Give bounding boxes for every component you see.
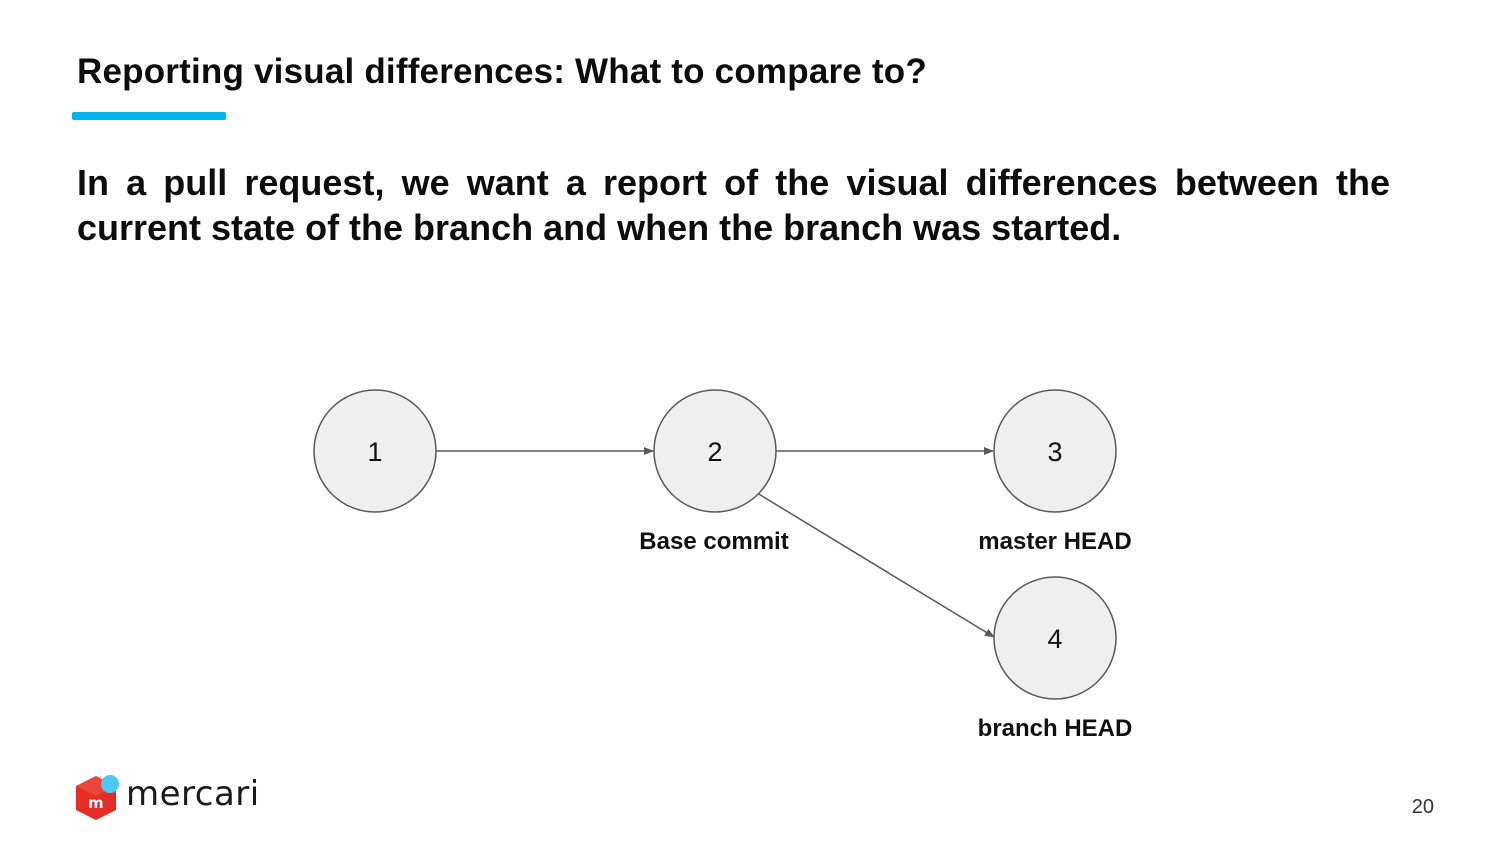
commit-node-label: 2 — [707, 437, 722, 467]
slide-title: Reporting visual differences: What to co… — [77, 52, 927, 91]
slide-body-text: In a pull request, we want a report of t… — [77, 162, 1390, 248]
mercari-logo: m mercari — [74, 774, 264, 824]
commit-node-label: 1 — [367, 437, 382, 467]
caption-master-head: master HEAD — [978, 528, 1131, 555]
caption-base-commit: Base commit — [639, 528, 788, 555]
title-underline — [72, 112, 226, 120]
edge-2-to-4 — [756, 492, 995, 638]
commit-node-label: 4 — [1047, 624, 1062, 654]
commit-node-1: 1 — [313, 389, 437, 513]
logo-wordmark: mercari — [126, 774, 260, 814]
svg-text:m: m — [88, 794, 104, 812]
page-number: 20 — [1411, 796, 1434, 818]
commit-node-2: 2 — [653, 389, 777, 513]
commit-node-3: 3 — [993, 389, 1117, 513]
commit-node-4: 4 — [993, 576, 1117, 700]
caption-branch-head: branch HEAD — [978, 715, 1133, 742]
mercari-cube-icon: m — [76, 775, 119, 820]
commit-node-label: 3 — [1047, 437, 1062, 467]
